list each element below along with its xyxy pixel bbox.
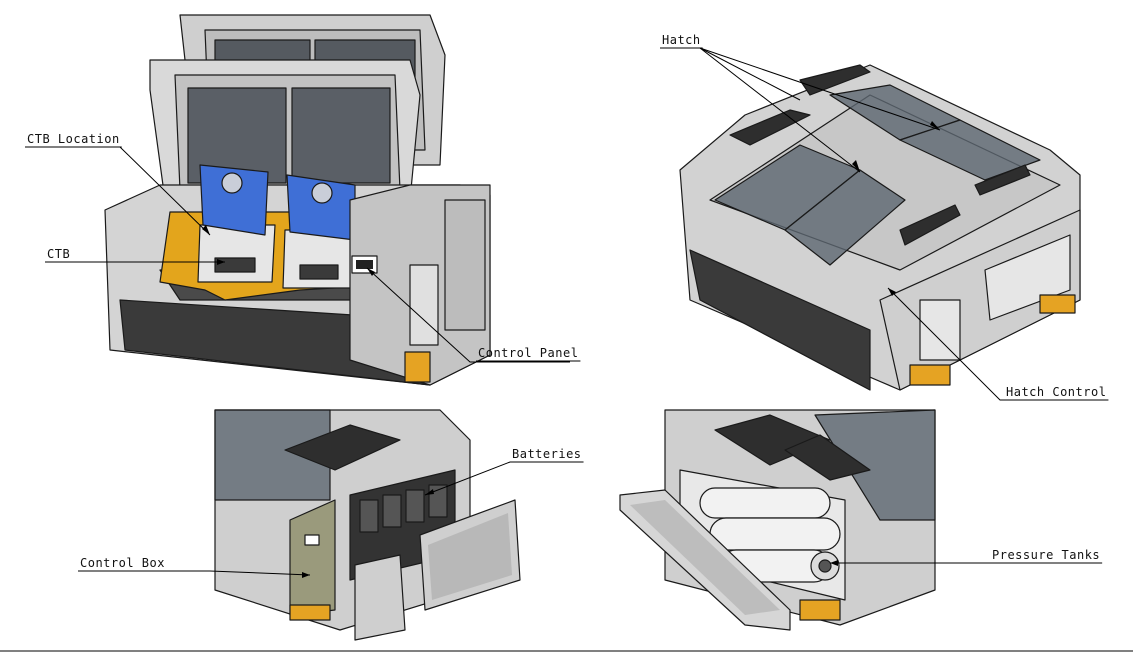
label-control-box: Control Box (80, 556, 165, 570)
label-hatch: Hatch (662, 33, 701, 47)
label-control-panel: Control Panel (478, 346, 578, 360)
label-batteries: Batteries (512, 447, 582, 461)
label-ctb: CTB (47, 247, 70, 261)
open-lid-view: CTB Location CTB Control Panel (25, 14, 581, 386)
label-ctb-location: CTB Location (27, 132, 120, 146)
pressure-tank-side-view: Pressure Tanks (619, 409, 1103, 631)
closed-hatch-view: Hatch Hatch Control (660, 33, 1109, 401)
battery-side-view: Batteries Control Box (78, 409, 584, 641)
label-pressure-tanks: Pressure Tanks (992, 548, 1100, 562)
label-hatch-control: Hatch Control (1006, 385, 1106, 399)
